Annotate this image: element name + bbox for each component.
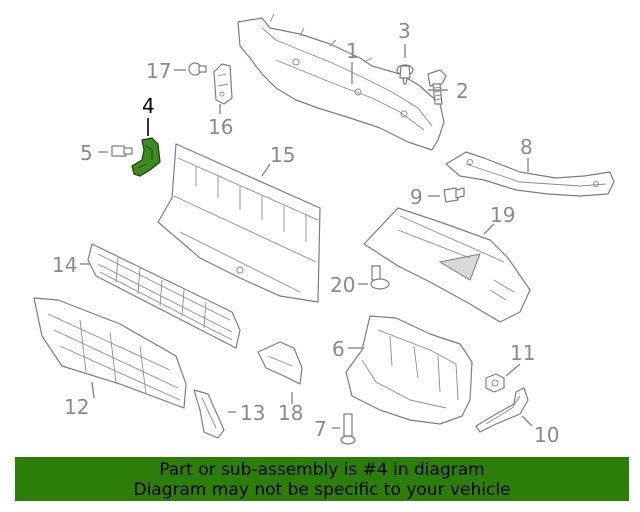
part-10-bracket (475, 387, 529, 433)
callout-11: 11 (510, 341, 535, 365)
part-5-screw (111, 145, 133, 157)
callout-10: 10 (534, 423, 559, 447)
callout-20: 20 (330, 273, 355, 297)
callout-3: 3 (398, 19, 411, 43)
part-18-guide (257, 341, 303, 385)
callout-labels: 1 2 3 4 5 6 7 8 9 10 11 12 13 14 15 16 1… (52, 19, 559, 447)
part-13-deflector (193, 389, 225, 439)
part-19-panel (363, 207, 531, 323)
callout-19: 19 (490, 203, 515, 227)
parts-diagram: 1 2 3 4 5 6 7 8 9 10 11 12 13 14 15 16 1… (33, 13, 615, 447)
part-14-shutter (87, 243, 241, 349)
banner-line-1: Part or sub-assembly is #4 in diagram (159, 460, 485, 480)
part-16-bracket (213, 63, 233, 105)
callout-2: 2 (456, 79, 469, 103)
part-8-bracket (445, 151, 615, 197)
callout-17: 17 (146, 59, 171, 83)
part-4-highlighted-bracket (131, 137, 161, 177)
callout-5: 5 (80, 141, 93, 165)
callout-9: 9 (410, 185, 423, 209)
callout-18: 18 (278, 401, 303, 425)
part-3-screw (396, 64, 414, 85)
callout-7: 7 (314, 417, 327, 441)
part-2-bolt (427, 69, 447, 105)
part-7-bolt (340, 413, 356, 445)
callout-15: 15 (270, 143, 295, 167)
callout-6: 6 (332, 337, 345, 361)
banner-line-2: Diagram may not be specific to your vehi… (133, 480, 511, 500)
leader-lines (80, 44, 533, 429)
part-6-side-bracket (345, 315, 473, 425)
part-17-clip (188, 62, 207, 76)
callout-16: 16 (208, 115, 233, 139)
part-9-screw (443, 187, 465, 203)
callout-13: 13 (240, 401, 265, 425)
callout-14: 14 (52, 253, 77, 277)
callout-12: 12 (64, 395, 89, 419)
callout-4: 4 (142, 94, 155, 118)
info-banner: Part or sub-assembly is #4 in diagram Di… (15, 457, 629, 501)
callout-1: 1 (346, 39, 359, 63)
part-20-clip (370, 265, 390, 290)
callout-8: 8 (520, 135, 533, 159)
part-1-upper-support (237, 13, 445, 151)
part-12-lower-grille (33, 297, 187, 409)
part-15-deflector (157, 143, 321, 303)
part-11-nut (485, 373, 505, 393)
